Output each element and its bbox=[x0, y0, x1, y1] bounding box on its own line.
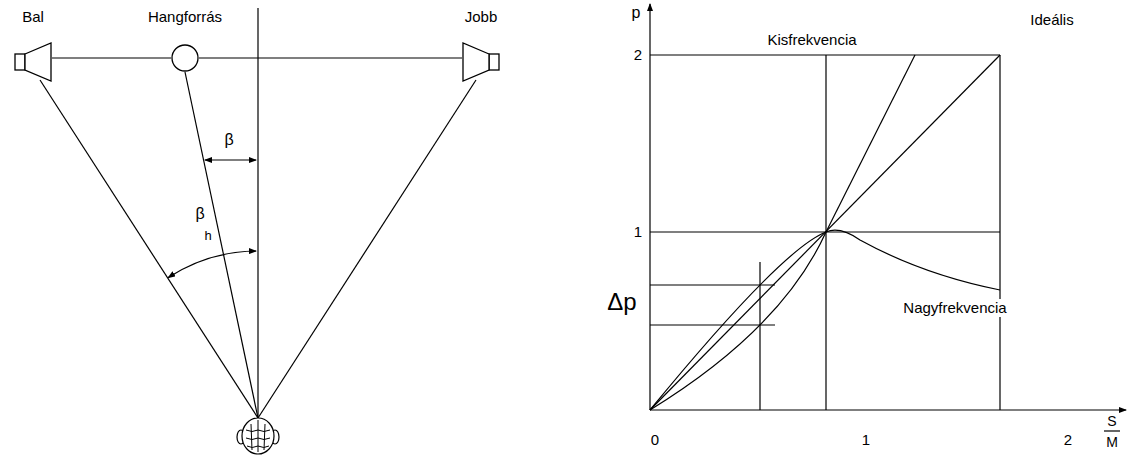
speaker-cone bbox=[463, 43, 489, 81]
sound-source: Hangforrás bbox=[171, 44, 199, 72]
speaker-magnet bbox=[15, 54, 25, 70]
listener-head bbox=[242, 418, 274, 454]
node-label: Jobb bbox=[465, 8, 498, 26]
delta-marker-line bbox=[650, 284, 775, 285]
speaker-magnet bbox=[489, 54, 499, 70]
tick-label: 2 bbox=[634, 46, 642, 64]
right-speaker-ray bbox=[258, 80, 476, 418]
node-label: Bal bbox=[22, 8, 44, 26]
delta-marker-line bbox=[650, 324, 775, 325]
lower-curve bbox=[650, 232, 826, 410]
left-speaker-ray bbox=[40, 80, 258, 418]
angle-label: β bbox=[195, 204, 204, 223]
high-frequency-curve bbox=[826, 230, 1000, 290]
center-axis bbox=[257, 8, 258, 418]
node-outline bbox=[462, 42, 500, 82]
beta-angle-arrow bbox=[205, 159, 256, 160]
source-circle bbox=[172, 45, 198, 71]
tick-label: 0 bbox=[651, 431, 659, 449]
baseline-connector bbox=[52, 57, 171, 58]
upper-curve bbox=[650, 232, 826, 410]
baseline-connector bbox=[199, 57, 462, 58]
angle-label: β bbox=[224, 130, 233, 149]
speaker-symbol bbox=[463, 43, 499, 81]
y-axis bbox=[649, 4, 650, 410]
grid-line bbox=[650, 54, 1000, 55]
curve-label: Nagyfrekvencia bbox=[901, 299, 1008, 317]
x-axis bbox=[650, 409, 1126, 410]
speaker-symbol bbox=[15, 43, 51, 81]
loudspeaker: Jobb bbox=[462, 42, 500, 82]
tick-label: 1 bbox=[862, 431, 870, 449]
node-outline bbox=[14, 42, 52, 82]
axis-label: S bbox=[1107, 413, 1116, 430]
speaker-cone bbox=[25, 43, 51, 81]
loudspeaker: Bal bbox=[14, 42, 52, 82]
beta-h-angle-arc bbox=[168, 251, 256, 278]
low-frequency-curve bbox=[826, 55, 915, 232]
delta-label: Δp bbox=[607, 288, 636, 317]
node-label: Hangforrás bbox=[148, 8, 222, 26]
source-ray bbox=[185, 72, 258, 418]
tick-label: 1 bbox=[634, 223, 642, 241]
axis-label: M bbox=[1106, 434, 1118, 451]
fraction-bar bbox=[1104, 430, 1120, 431]
angle-subscript: h bbox=[204, 228, 211, 244]
tick-label: 2 bbox=[1064, 431, 1072, 449]
curve-label: Ideális bbox=[1030, 11, 1073, 29]
listener-hair bbox=[246, 420, 270, 452]
ideal-curve bbox=[650, 55, 1000, 410]
grid-line bbox=[999, 55, 1000, 410]
curve-label: Kisfrekvencia bbox=[767, 31, 856, 49]
axis-label: p bbox=[632, 3, 641, 22]
node-outline bbox=[171, 44, 199, 72]
